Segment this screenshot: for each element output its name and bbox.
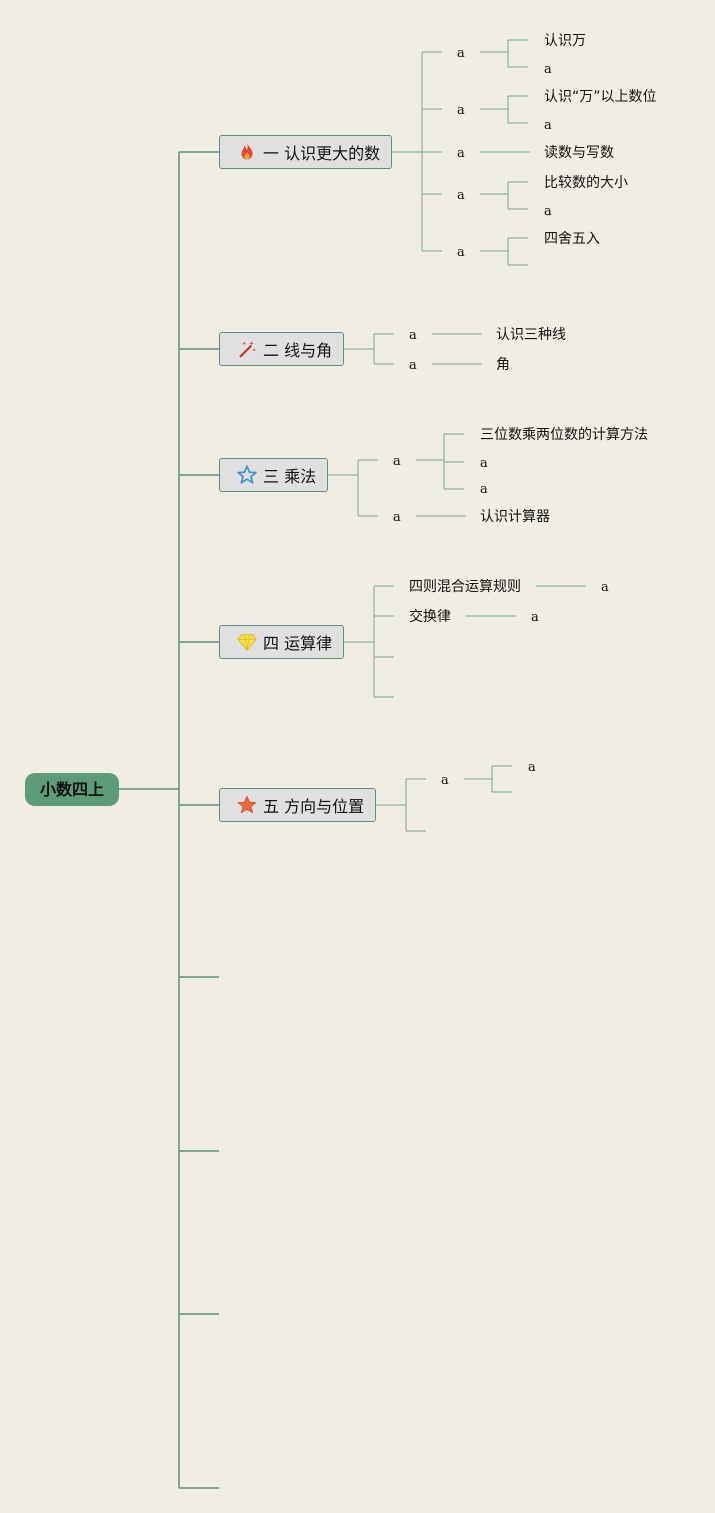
- topic-node[interactable]: 认识计算器: [480, 509, 550, 525]
- chapter-node-2[interactable]: 二 线与角: [219, 332, 344, 366]
- chapter-label: 三 乘法: [263, 467, 317, 486]
- placeholder-a: a: [544, 62, 552, 77]
- placeholder-a: a: [480, 456, 488, 471]
- chapter-label: 四 运算律: [263, 634, 333, 653]
- diamond-icon: [236, 631, 258, 653]
- placeholder-a: a: [457, 245, 465, 260]
- chapter-node-5[interactable]: 五 方向与位置: [219, 788, 376, 822]
- placeholder-a: a: [457, 188, 465, 203]
- chapter-node-3[interactable]: 三 乘法: [219, 458, 328, 492]
- root-node[interactable]: 小数四上: [25, 773, 119, 806]
- topic-node[interactable]: 读数与写数: [544, 145, 614, 161]
- placeholder-a: a: [409, 328, 417, 343]
- placeholder-a: a: [480, 482, 488, 497]
- chapter-label: 二 线与角: [263, 341, 333, 360]
- chapter-node-1[interactable]: 一 认识更大的数: [219, 135, 392, 169]
- topic-node[interactable]: 交换律: [409, 609, 451, 625]
- topic-node[interactable]: 三位数乘两位数的计算方法: [480, 427, 648, 443]
- placeholder-a: a: [531, 610, 539, 625]
- topic-node[interactable]: 比较数的大小: [544, 175, 628, 191]
- topic-node[interactable]: 认识万: [544, 33, 586, 49]
- placeholder-a: a: [544, 118, 552, 133]
- placeholder-a: a: [601, 580, 609, 595]
- placeholder-a: a: [457, 46, 465, 61]
- star-filled-icon: [236, 794, 258, 816]
- placeholder-a: a: [393, 510, 401, 525]
- placeholder-a: a: [441, 773, 449, 788]
- placeholder-a: a: [457, 103, 465, 118]
- star-outline-icon: [236, 464, 258, 486]
- topic-node[interactable]: 认识三种线: [496, 327, 566, 343]
- topic-node[interactable]: 角: [496, 357, 510, 373]
- chapter-label: 五 方向与位置: [263, 797, 365, 816]
- chapter-label: 一 认识更大的数: [263, 144, 381, 163]
- magic-wand-icon: [236, 338, 258, 360]
- topic-node[interactable]: 四舍五入: [544, 231, 600, 247]
- placeholder-a: a: [457, 146, 465, 161]
- placeholder-a: a: [409, 358, 417, 373]
- topic-node[interactable]: 四则混合运算规则: [409, 579, 521, 595]
- placeholder-a: a: [393, 454, 401, 469]
- fire-icon: [236, 141, 258, 163]
- topic-node[interactable]: 认识“万”以上数位: [544, 89, 657, 105]
- placeholder-a: a: [544, 204, 552, 219]
- placeholder-a: a: [528, 760, 536, 775]
- chapter-node-4[interactable]: 四 运算律: [219, 625, 344, 659]
